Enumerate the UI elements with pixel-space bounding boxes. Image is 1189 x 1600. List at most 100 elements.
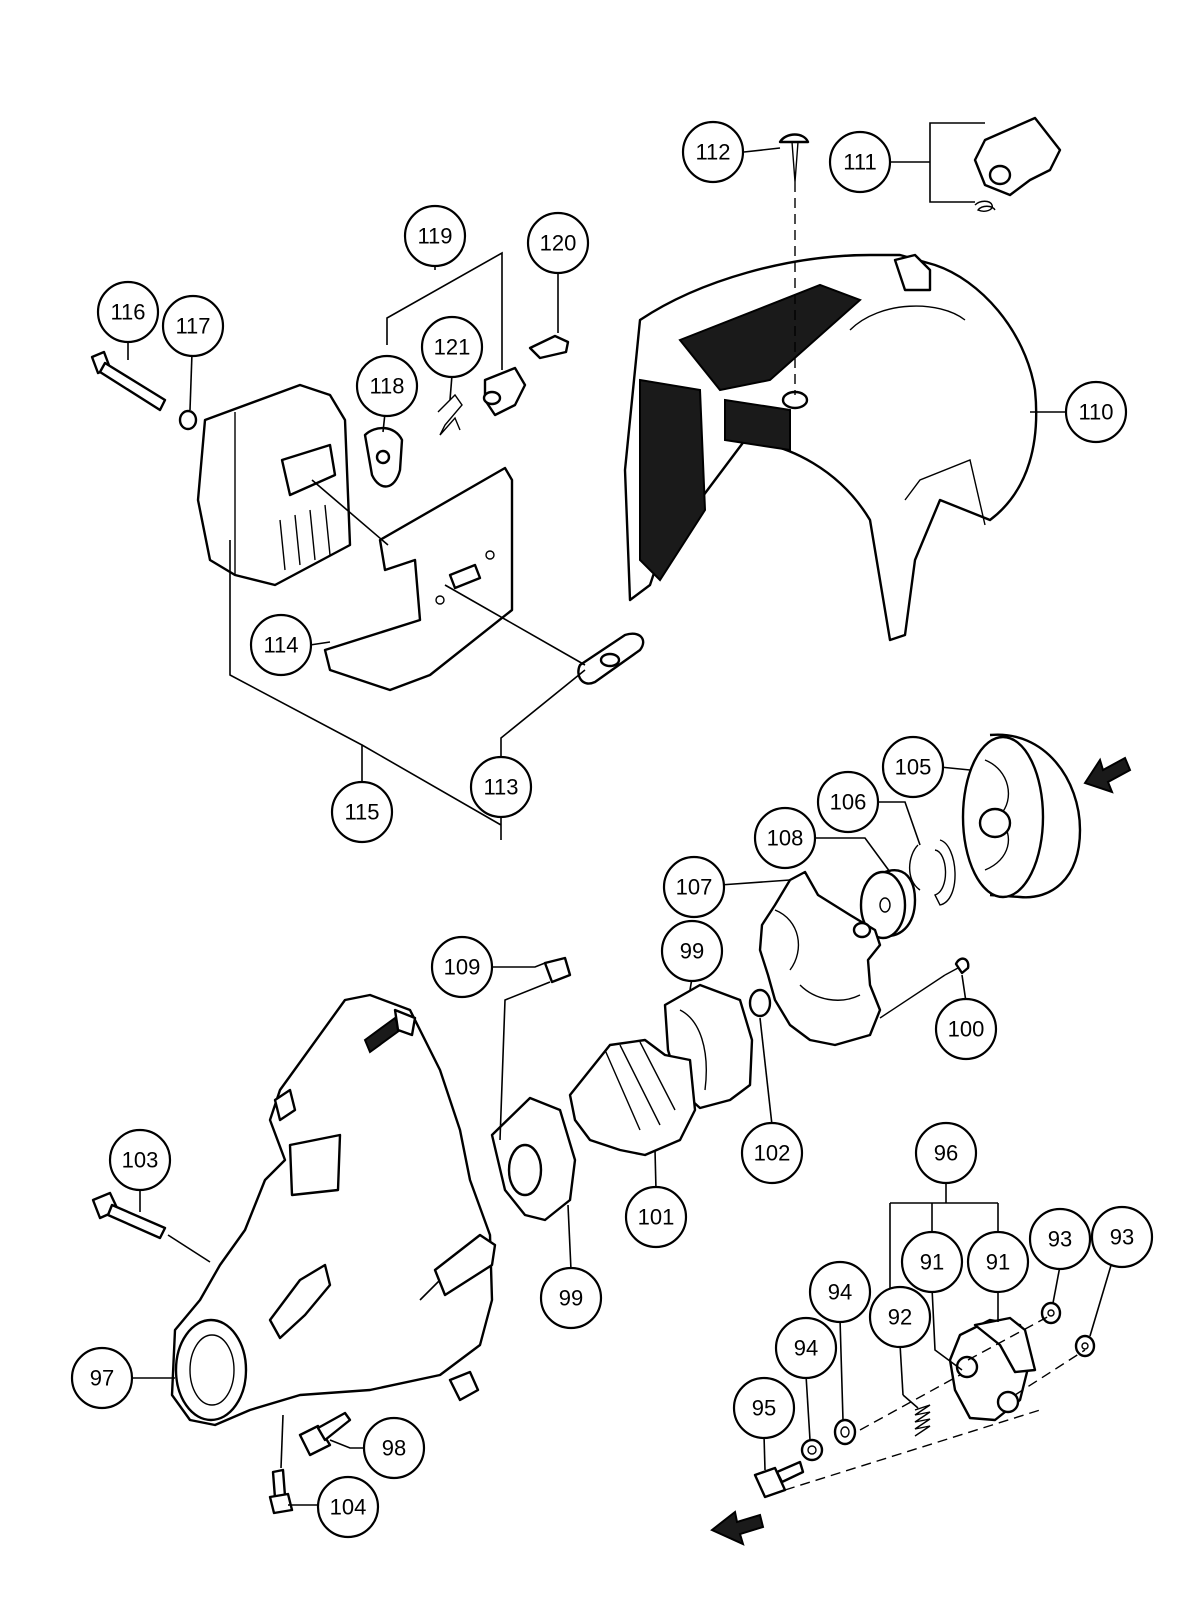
- svg-text:109: 109: [444, 955, 481, 980]
- svg-text:102: 102: [754, 1141, 791, 1166]
- callout-103: 103: [108, 1128, 172, 1192]
- nut-109-part: [543, 956, 572, 984]
- svg-text:94: 94: [794, 1336, 818, 1361]
- svg-text:96: 96: [934, 1141, 958, 1166]
- svg-text:97: 97: [90, 1366, 114, 1391]
- svg-text:94: 94: [828, 1280, 852, 1305]
- callout-112: 112: [681, 120, 745, 184]
- svg-text:112: 112: [695, 140, 730, 165]
- screw-100-part: [879, 957, 970, 1019]
- callout-107: 107: [662, 855, 726, 919]
- callout-119: 119: [403, 204, 467, 268]
- svg-text:105: 105: [895, 755, 932, 780]
- svg-text:120: 120: [540, 231, 577, 256]
- callout-105: 105: [881, 735, 945, 799]
- callout-94-upper: 94: [808, 1260, 872, 1324]
- callout-99-upper: 99: [660, 919, 724, 983]
- leader-lines: [127, 122, 1113, 1506]
- callout-94-lower: 94: [774, 1316, 838, 1380]
- gasket-113-part: [577, 632, 645, 685]
- screw-120-part: [528, 334, 570, 360]
- bolt-103-part: [91, 1191, 167, 1240]
- bearing-108-part: [859, 869, 917, 940]
- ring-102-part: [748, 988, 772, 1018]
- collar-99-lower-part: [490, 1096, 577, 1222]
- svg-text:101: 101: [638, 1205, 675, 1230]
- callout-95: 95: [732, 1376, 796, 1440]
- svg-text:91: 91: [986, 1250, 1010, 1275]
- callout-113: 113: [469, 755, 533, 819]
- engine-cover-part: [623, 253, 1038, 642]
- callout-121: 121: [420, 315, 484, 379]
- clutch-housing-part: [758, 870, 882, 1047]
- callout-98: 98: [362, 1416, 426, 1480]
- callout-108: 108: [753, 806, 817, 870]
- washer-94-upper-part: [833, 1418, 857, 1446]
- svg-text:93: 93: [1110, 1225, 1134, 1250]
- callout-102: 102: [740, 1121, 804, 1185]
- svg-text:111: 111: [843, 150, 876, 175]
- svg-text:100: 100: [948, 1017, 985, 1042]
- clutch-drum-part: [961, 733, 1082, 899]
- callout-100: 100: [934, 997, 998, 1061]
- callout-99-lower: 99: [539, 1266, 603, 1330]
- svg-text:106: 106: [830, 790, 867, 815]
- svg-text:110: 110: [1078, 400, 1113, 425]
- coupling-101-part: [568, 1038, 697, 1157]
- callout-93-left: 93: [1028, 1207, 1092, 1271]
- gear-case-part: [170, 993, 497, 1427]
- callout-114: 114: [249, 613, 313, 677]
- svg-text:104: 104: [330, 1495, 367, 1520]
- svg-text:108: 108: [767, 826, 804, 851]
- svg-text:118: 118: [369, 374, 404, 399]
- svg-text:103: 103: [122, 1148, 159, 1173]
- direction-arrow-top: [1083, 756, 1132, 794]
- bolt-98-part: [298, 1411, 352, 1457]
- svg-text:114: 114: [263, 633, 298, 658]
- svg-text:119: 119: [417, 224, 452, 249]
- callout-101: 101: [624, 1185, 688, 1249]
- bolt-95-part: [753, 1460, 805, 1499]
- heat-shield-part: [323, 466, 514, 692]
- washer-93-right-part: [1074, 1334, 1096, 1358]
- callout-111: 111: [828, 130, 892, 194]
- svg-text:92: 92: [888, 1305, 912, 1330]
- callout-93-right: 93: [1090, 1205, 1154, 1269]
- direction-arrow-bottom: [710, 1510, 765, 1546]
- svg-text:116: 116: [110, 300, 145, 325]
- washer-94-lower-part: [800, 1438, 824, 1462]
- svg-text:107: 107: [676, 875, 713, 900]
- screw-104-part: [268, 1468, 294, 1515]
- snap-ring-part: [908, 839, 956, 906]
- spring-92-part: [914, 1404, 931, 1437]
- svg-text:95: 95: [752, 1396, 776, 1421]
- callout-91-right: 91: [966, 1230, 1030, 1294]
- callout-109: 109: [430, 935, 494, 999]
- washer-93-left-part: [1040, 1301, 1062, 1325]
- callout-97: 97: [70, 1346, 134, 1410]
- muffler-part: [196, 383, 352, 587]
- svg-text:93: 93: [1048, 1227, 1072, 1252]
- callout-104: 104: [316, 1475, 380, 1539]
- bracket-119-part: [482, 366, 527, 417]
- svg-text:121: 121: [434, 335, 471, 360]
- callout-92: 92: [868, 1285, 932, 1349]
- assembly-dash-lines: [784, 1314, 1086, 1491]
- callout-91-left: 91: [900, 1230, 964, 1294]
- clutch-shoes-part: [948, 1316, 1037, 1422]
- callout-120: 120: [526, 211, 590, 275]
- svg-text:98: 98: [382, 1436, 406, 1461]
- callout-118: 118: [355, 354, 419, 418]
- gasket-118-part: [363, 426, 404, 488]
- callout-117: 117: [161, 294, 225, 358]
- svg-text:91: 91: [920, 1250, 944, 1275]
- spring-clip-121-part: [437, 393, 463, 436]
- screw-112-part: [778, 133, 810, 395]
- spark-plug-cap-part: [973, 116, 1062, 212]
- bolt-116-part: [90, 350, 167, 412]
- svg-text:99: 99: [559, 1286, 583, 1311]
- callout-116: 116: [96, 280, 160, 344]
- callout-115: 115: [330, 780, 394, 844]
- callout-96: 96: [914, 1121, 978, 1185]
